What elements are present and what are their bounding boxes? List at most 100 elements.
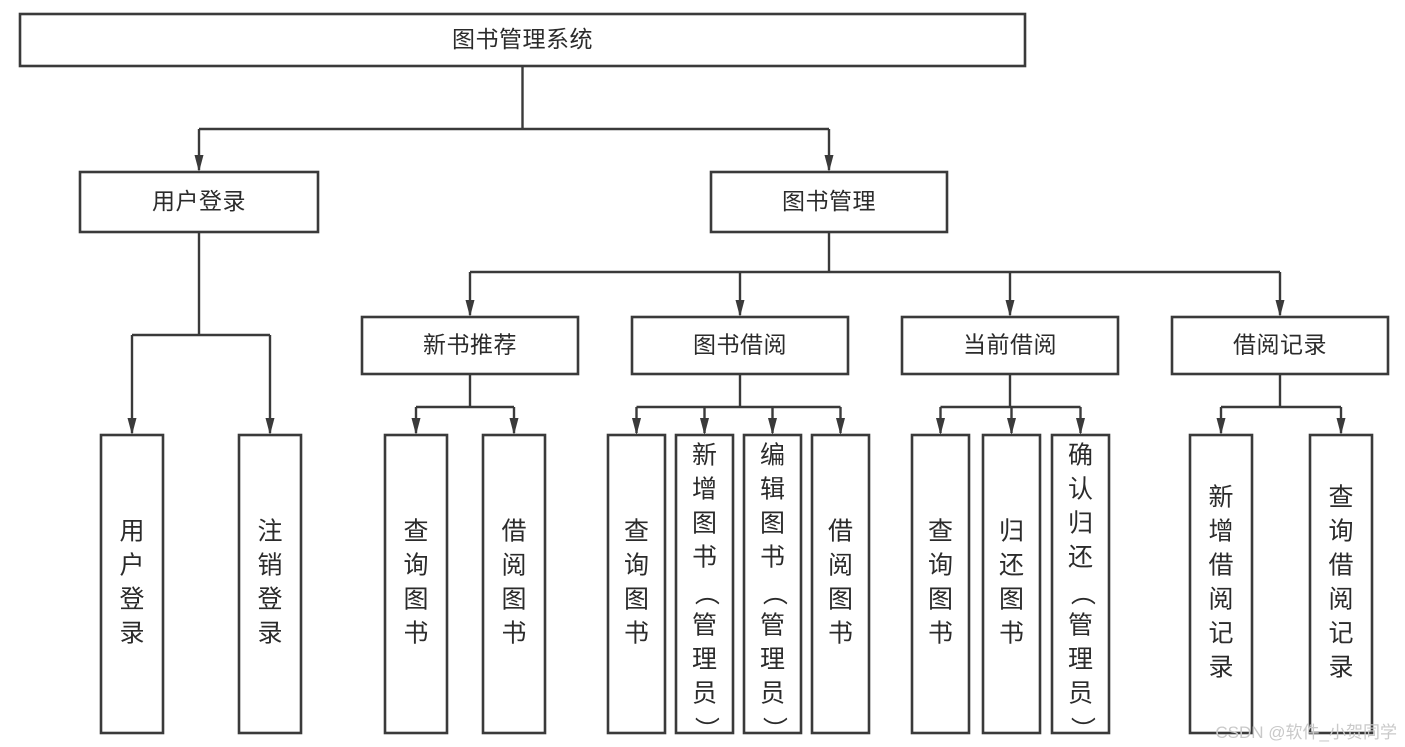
node-box-borrow [630, 315, 850, 376]
node-label-char: （ [760, 580, 788, 605]
node-box-leaf-user-login [99, 433, 165, 735]
node-box-leaf-borrow-lend [810, 433, 871, 735]
node-label-char: 图 [692, 510, 717, 538]
node-label-char: 理 [1068, 646, 1093, 674]
node-box-login [78, 170, 320, 234]
node-label-char: 查 [928, 518, 953, 546]
node-label-char: 查 [403, 518, 428, 546]
node-label-char: 员 [1068, 680, 1093, 708]
node-box-leaf-new-borrow [481, 433, 547, 735]
node-label-char: 书 [403, 620, 428, 648]
node-label-char: （ [1068, 580, 1096, 605]
node-label-char: 录 [1208, 654, 1233, 682]
arrow-head-icon [509, 418, 519, 435]
node-box-records [1170, 315, 1390, 376]
node-label-char: 阅 [1208, 586, 1233, 614]
node-label-char: 销 [257, 552, 282, 580]
node-label-char: 认 [1068, 476, 1093, 504]
node-label-char: 书 [501, 620, 526, 648]
node-label-char: 阅 [501, 552, 526, 580]
node-label-char: 图 [760, 510, 785, 538]
node-label-char: 图 [828, 586, 853, 614]
node-label-char: 辑 [760, 476, 785, 504]
arrow-head-icon [465, 300, 475, 317]
node-label-char: （ [692, 580, 720, 605]
arrow-head-icon [1007, 418, 1016, 435]
node-label-records: 借阅记录 [1233, 332, 1327, 358]
edge-group-login [127, 232, 275, 435]
node-box-leaf-borrow-add [674, 433, 735, 735]
node-leaf-user-login[interactable]: 用户登录 [99, 433, 165, 735]
node-label-char: 管 [1068, 612, 1093, 640]
arrow-head-icon [632, 418, 641, 435]
node-box-root [18, 12, 1027, 68]
node-label-char: 阅 [1328, 586, 1353, 614]
node-label-char: 记 [1328, 620, 1353, 648]
arrow-head-icon [265, 418, 275, 435]
node-label-char: 录 [1328, 654, 1353, 682]
node-label-char: 登 [119, 586, 144, 614]
node-label-char: 员 [760, 680, 785, 708]
node-newbook[interactable]: 新书推荐 [360, 315, 580, 376]
node-label-char: 书 [999, 620, 1024, 648]
node-label-char: 图 [501, 586, 526, 614]
arrow-head-icon [194, 155, 204, 172]
node-label-char: 询 [624, 552, 649, 580]
node-label-char: 还 [999, 552, 1024, 580]
node-label-char: 图 [928, 586, 953, 614]
node-box-leaf-user-logout [237, 433, 303, 735]
node-label-char: 新 [692, 442, 717, 470]
node-label-char: 录 [257, 620, 282, 648]
edge-group-current [936, 374, 1085, 435]
node-borrow[interactable]: 图书借阅 [630, 315, 850, 376]
node-label-char: 询 [1328, 518, 1353, 546]
edge-group-root [194, 66, 834, 172]
node-label-char: 书 [692, 544, 717, 572]
node-label-char: 编 [760, 442, 785, 470]
node-label-char: 书 [760, 544, 785, 572]
node-box-current [900, 315, 1120, 376]
arrow-head-icon [1336, 418, 1346, 435]
node-label-current: 当前借阅 [963, 332, 1057, 358]
edge-group-records [1216, 374, 1346, 435]
node-box-leaf-rec-add [1188, 433, 1254, 735]
node-label-char: 图 [403, 586, 428, 614]
arrow-head-icon [127, 418, 137, 435]
node-label-borrow: 图书借阅 [693, 332, 787, 358]
node-label-char: ） [1068, 716, 1096, 741]
node-label-char: 户 [119, 552, 144, 580]
node-label-char: 图 [624, 586, 649, 614]
node-label-char: 确 [1068, 442, 1093, 470]
node-box-bookmgmt [709, 170, 949, 234]
arrow-head-icon [1275, 300, 1285, 317]
arrow-head-icon [1076, 418, 1085, 435]
node-label-char: 书 [928, 620, 953, 648]
node-label-char: 借 [501, 518, 526, 546]
node-label-char: 书 [828, 620, 853, 648]
node-label-char: 员 [692, 680, 717, 708]
node-label-char: 增 [1208, 518, 1233, 546]
node-root[interactable]: 图书管理系统 [18, 12, 1027, 68]
node-current[interactable]: 当前借阅 [900, 315, 1120, 376]
node-records[interactable]: 借阅记录 [1170, 315, 1390, 376]
node-label-login: 用户登录 [152, 188, 246, 214]
edge-group-borrow [632, 374, 845, 435]
node-bookmgmt[interactable]: 图书管理 [709, 170, 949, 234]
node-login[interactable]: 用户登录 [78, 170, 320, 234]
node-label-char: ） [760, 716, 788, 741]
node-label-char: 询 [403, 552, 428, 580]
node-box-leaf-rec-query [1308, 433, 1374, 735]
node-label-char: 借 [1328, 552, 1353, 580]
